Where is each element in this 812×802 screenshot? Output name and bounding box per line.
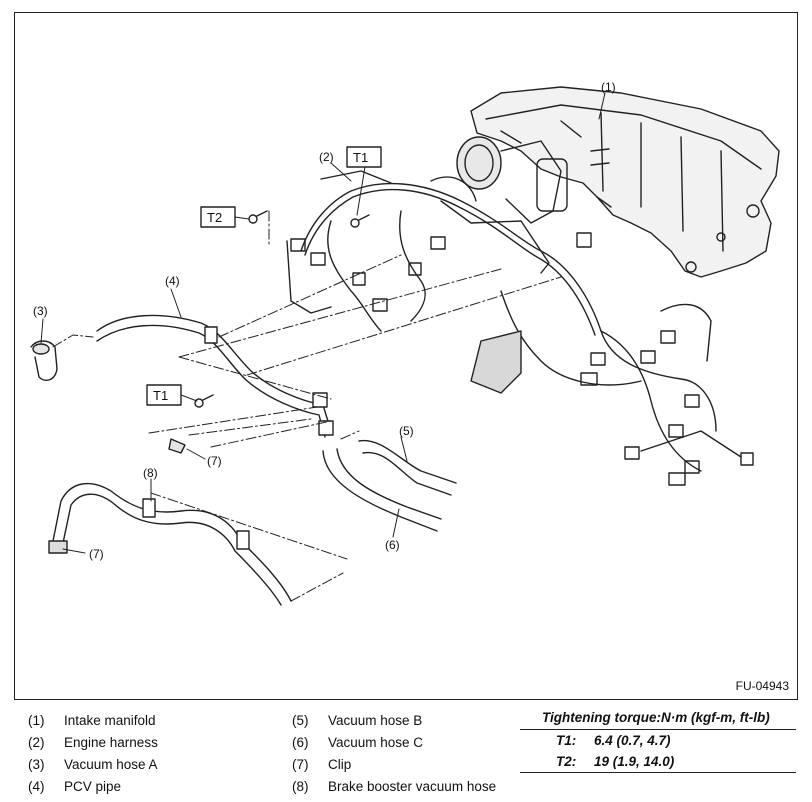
tag-t1-mid: T1	[153, 388, 168, 403]
clips	[168, 438, 186, 454]
callout-7b: (7)	[89, 547, 104, 561]
exploded-view-drawing: (1) (2) (3) (4) (5) (6) (7) (8) (7) T1 T…	[30, 80, 780, 606]
torque-title: Tightening torque:N·m (kgf-m, ft-lb)	[520, 708, 796, 730]
legend-right: (5)Vacuum hose B (6)Vacuum hose C (7)Cli…	[292, 710, 496, 798]
alignment-lines	[52, 210, 562, 602]
legend-item: (5)Vacuum hose B	[292, 713, 423, 728]
callout-4: (4)	[165, 274, 180, 288]
callout-8: (8)	[143, 466, 158, 480]
legend-item: (7)Clip	[292, 757, 352, 772]
legend-left: (1)Intake manifold (2)Engine harness (3)…	[28, 710, 158, 798]
torque-row-t2: T2:19 (1.9, 14.0)	[520, 751, 796, 773]
callout-2: (2)	[319, 150, 334, 164]
callout-5: (5)	[399, 424, 414, 438]
brake-booster-vacuum-hose	[48, 482, 292, 606]
callout-3: (3)	[33, 304, 48, 318]
diagram-frame: (1) (2) (3) (4) (5) (6) (7) (8) (7) T1 T…	[14, 12, 798, 700]
torque-table: Tightening torque:N·m (kgf-m, ft-lb) T1:…	[520, 708, 796, 773]
callout-6: (6)	[385, 538, 400, 552]
figure-code: FU-04943	[735, 679, 789, 693]
tag-t1-top: T1	[353, 150, 368, 165]
vacuum-hose-b	[358, 439, 457, 496]
tag-t2: T2	[207, 210, 222, 225]
t1-top-tag-box	[346, 146, 382, 168]
legend-item: (1)Intake manifold	[28, 713, 156, 728]
callout-1: (1)	[601, 80, 616, 94]
engine-harness	[286, 170, 754, 486]
legend-item: (8)Brake booster vacuum hose	[292, 779, 497, 794]
callout-7a: (7)	[207, 454, 222, 468]
torque-row-t1: T1:6.4 (0.7, 4.7)	[556, 733, 671, 748]
pcv-pipe	[96, 314, 334, 438]
vacuum-hose-a	[30, 340, 58, 381]
intake-manifold	[456, 86, 780, 278]
leader-lines	[40, 92, 606, 554]
legend-item: (2)Engine harness	[28, 735, 158, 750]
legend-item: (4)PCV pipe	[28, 779, 122, 794]
vacuum-hose-c	[322, 448, 442, 532]
legend-item: (3)Vacuum hose A	[28, 757, 158, 772]
legend-item: (6)Vacuum hose C	[292, 735, 424, 750]
